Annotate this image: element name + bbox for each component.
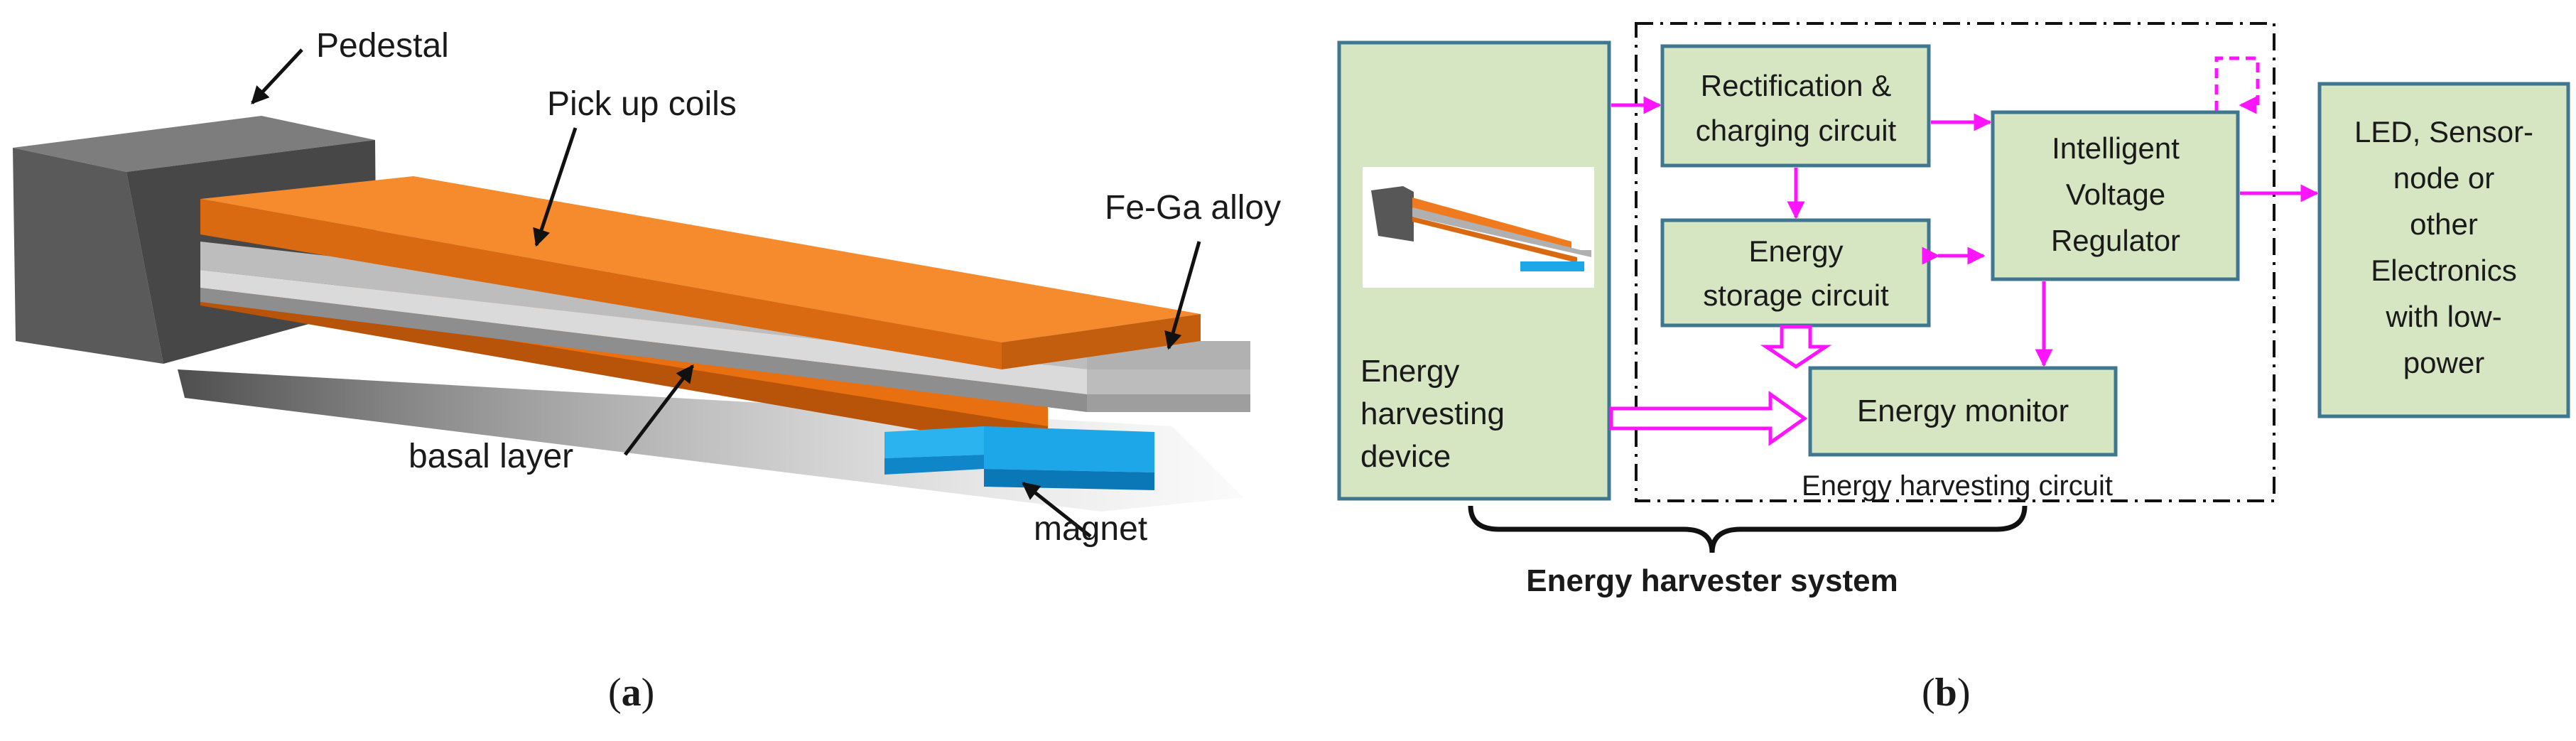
panel-a-caption: (a) [608, 671, 654, 715]
energy-harvesting-circuit-label: Energy harvesting circuit [1802, 470, 2113, 502]
device-label-line-1: Energy [1360, 354, 1459, 389]
rectification-line-1: Rectification & [1701, 69, 1891, 102]
panel-a: Pedestal Pick up coils Fe-Ga alloy basal… [13, 27, 1281, 715]
alloy-leader-arrow [1164, 241, 1201, 350]
panel-b-caption: (b) [1922, 671, 1970, 715]
energy-storage-block: Energy storage circuit [1660, 218, 1931, 328]
regulator-line-2: Voltage [2066, 178, 2165, 211]
fe-ga-alloy-label: Fe-Ga alloy [1105, 189, 1281, 227]
hollow-arrow-device-to-monitor [1609, 391, 1808, 446]
monitor-label: Energy monitor [1857, 394, 2069, 428]
rectification-line-2: charging circuit [1696, 114, 1897, 147]
voltage-regulator-block: Intelligent Voltage Regulator [1991, 110, 2240, 281]
energy-harvesting-circuit-boundary [1635, 22, 2275, 502]
system-curly-brace [1468, 505, 2028, 553]
pick-up-coils-plate [200, 176, 1201, 369]
energy-harvester-system-label: Energy harvester system [1526, 563, 1898, 598]
storage-line-1: Energy [1748, 234, 1843, 268]
coils-leader-arrow [533, 127, 578, 247]
basal-layer-label: basal layer [408, 438, 573, 475]
pick-up-coils-label: Pick up coils [547, 85, 737, 123]
harvester-thumbnail [1363, 167, 1594, 288]
load-line-5: with low- [2385, 300, 2501, 333]
device-label-line-3: device [1360, 439, 1451, 474]
load-electronics-block: LED, Sensor- node or other Electronics w… [2317, 82, 2570, 418]
regulator-line-3: Regulator [2051, 224, 2180, 257]
magnet-label: magnet [1034, 510, 1147, 548]
rectification-charging-block: Rectification & charging circuit [1660, 44, 1931, 168]
cast-shadow [178, 369, 1243, 512]
regulator-line-1: Intelligent [2052, 131, 2180, 165]
energy-harvesting-device-block: Energy harvesting device [1337, 40, 1611, 501]
basal-leader-arrow [624, 364, 694, 456]
arrow-regulator-feedback-loop [2214, 56, 2260, 114]
signal-arrows [1611, 56, 2319, 367]
load-line-3: other [2410, 207, 2478, 241]
load-line-2: node or [2393, 161, 2494, 195]
load-line-1: LED, Sensor- [2354, 115, 2533, 148]
energy-monitor-block: Energy monitor [1808, 366, 2118, 457]
magnet-leader-arrow [1022, 482, 1092, 538]
hollow-arrow-storage-to-monitor [1760, 325, 1832, 369]
pedestal-leader-arrow [251, 48, 303, 104]
device-label-line-2: harvesting [1360, 396, 1505, 431]
storage-line-2: storage circuit [1703, 278, 1889, 312]
pedestal-label: Pedestal [316, 27, 449, 65]
load-line-4: Electronics [2371, 254, 2516, 287]
load-line-6: power [2403, 346, 2484, 379]
panel-b: Energy harvesting device Rectification &… [1337, 22, 2570, 715]
